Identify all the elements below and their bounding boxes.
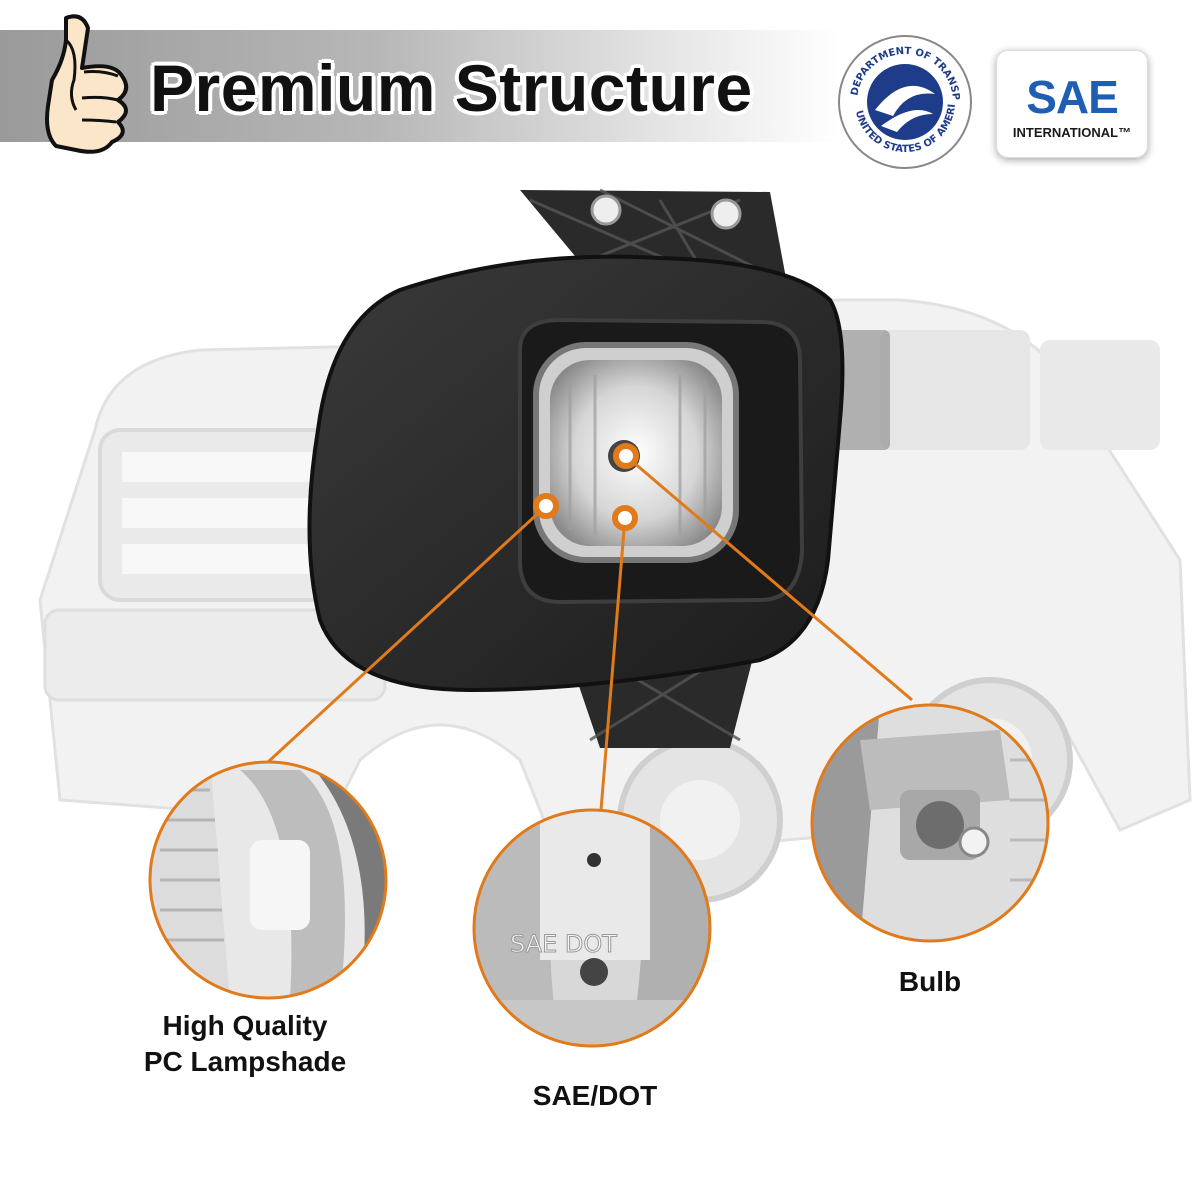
caption-lampshade-line1: High Quality bbox=[162, 1010, 328, 1041]
marker-sae-dot bbox=[612, 505, 638, 531]
dot-seal-icon: DEPARTMENT OF TRANSPORTATION UNITED STAT… bbox=[835, 32, 972, 169]
marker-lampshade bbox=[533, 493, 559, 519]
caption-lampshade-line2: PC Lampshade bbox=[143, 1046, 347, 1077]
sae-logo-icon: SAE INTERNATIONAL™ bbox=[996, 50, 1148, 158]
thumbs-up-hand-icon bbox=[45, 14, 129, 154]
caption-bulb: Bulb bbox=[898, 966, 962, 997]
title-banner bbox=[0, 30, 840, 142]
zoom-bulb bbox=[810, 703, 1050, 943]
zoom-sae-dot: SAE DOT bbox=[472, 808, 712, 1048]
caption-lampshade: High Quality PC Lampshade bbox=[130, 1008, 360, 1080]
embossed-sae-dot-text: SAE DOT bbox=[510, 930, 617, 958]
svg-text:INTERNATIONAL™: INTERNATIONAL™ bbox=[1013, 125, 1131, 140]
fog-light-housing bbox=[307, 188, 845, 748]
caption-sae-dot: SAE/DOT bbox=[532, 1080, 658, 1111]
marker-bulb bbox=[613, 443, 639, 469]
page-title: Premium Structure bbox=[150, 51, 753, 125]
svg-text:SAE: SAE bbox=[1026, 71, 1118, 123]
zoom-lampshade bbox=[148, 760, 388, 1000]
